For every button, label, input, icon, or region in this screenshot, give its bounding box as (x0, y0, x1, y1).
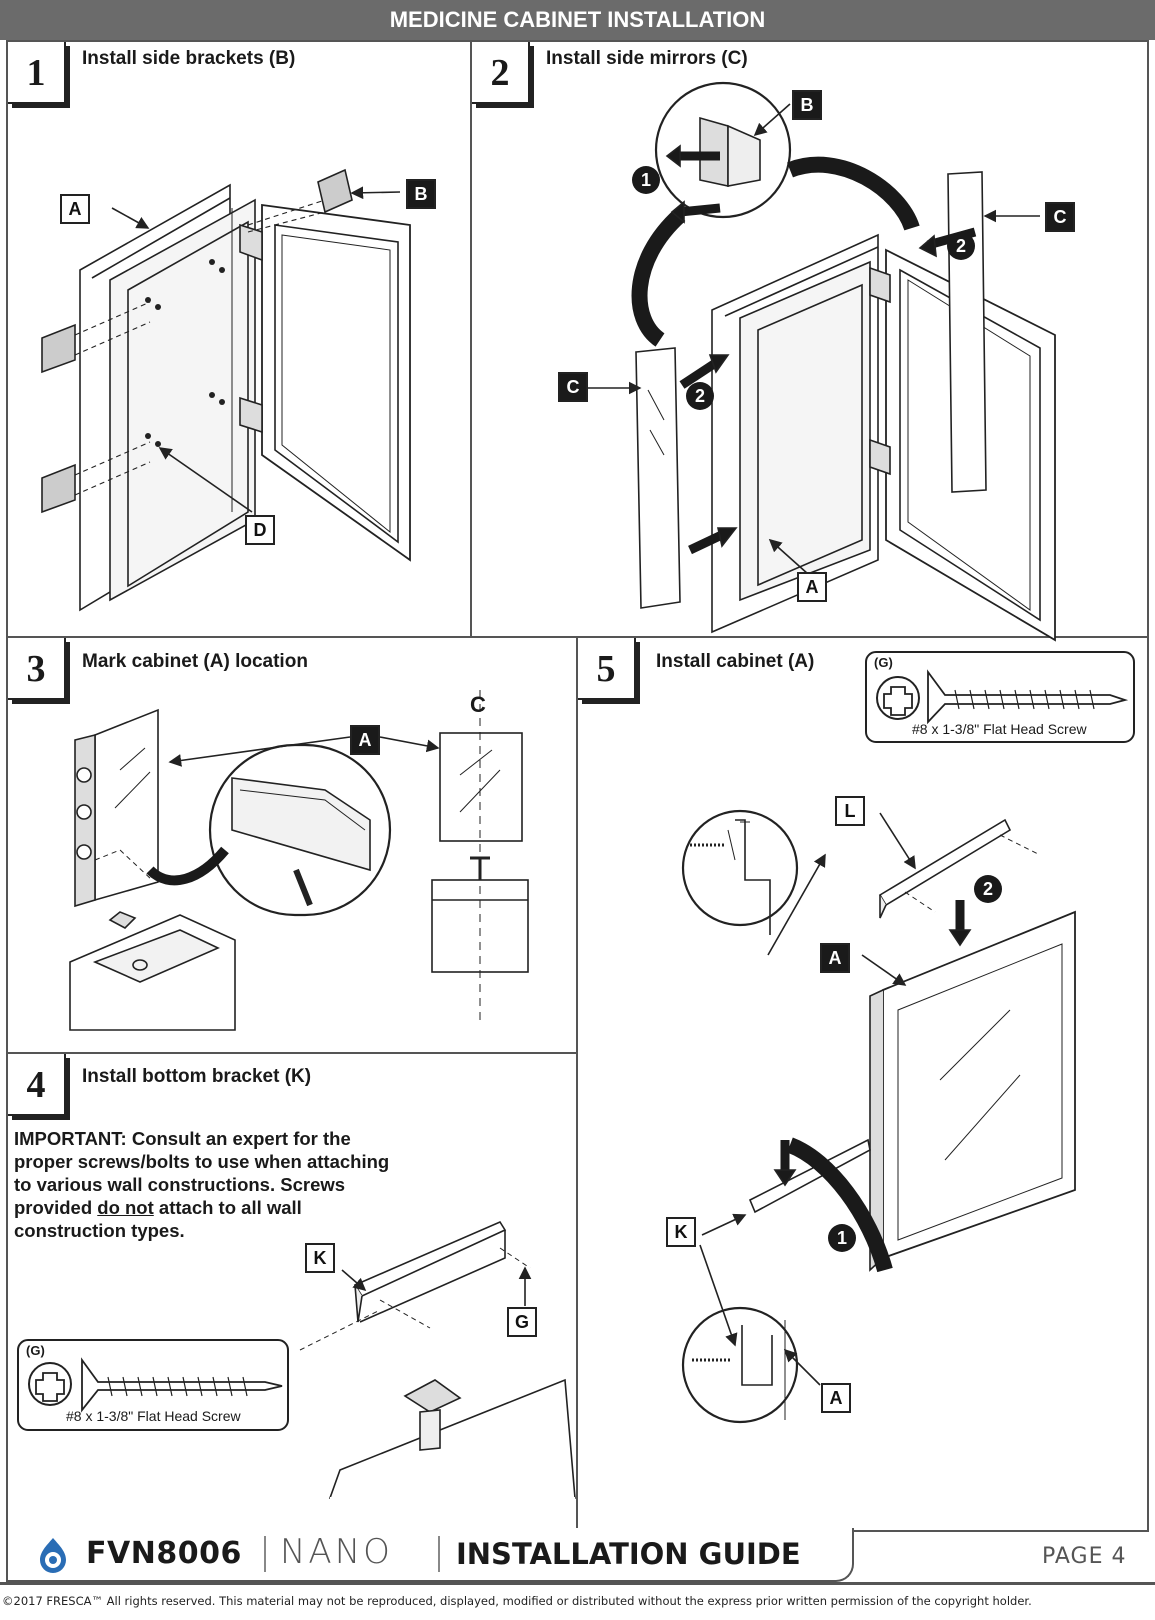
step1-cabinet-illustration (41, 168, 411, 612)
divider-3-5 (576, 636, 578, 1530)
callout-2-step5: 2 (974, 875, 1002, 903)
important-note: IMPORTANT: Consult an expert for the pro… (14, 1127, 404, 1242)
step-4-number: 4 (8, 1054, 66, 1116)
callout-2-step2-left: 2 (686, 382, 714, 410)
step3-illustration (69, 690, 529, 1031)
label-l-step5: L (835, 796, 865, 826)
step2-cabinet-illustration (587, 81, 1056, 642)
footer-separator-2 (438, 1536, 440, 1572)
label-a-step5-bottom: A (821, 1383, 851, 1413)
screw-caption-step4: #8 x 1-3/8" Flat Head Screw (66, 1408, 241, 1424)
footer-separator-1 (264, 1536, 266, 1572)
page-header: MEDICINE CABINET INSTALLATION (0, 0, 1155, 40)
illustrations (17, 81, 1135, 1503)
step-2-title: Install side mirrors (C) (546, 48, 748, 69)
important-lead: IMPORTANT: Consult an expert for the pro… (14, 1128, 390, 1218)
series-name: NANO (280, 1532, 393, 1572)
model-number: FVN8006 (86, 1536, 242, 1571)
centerline-symbol: C (470, 692, 486, 717)
label-b-step2: B (792, 90, 822, 120)
copyright-notice: ©2017 FRESCA™ All rights reserved. This … (2, 1594, 1032, 1608)
label-d-step1: D (245, 515, 275, 545)
screw-tag-step4: (G) (26, 1343, 45, 1358)
screw-tag-step5: (G) (874, 655, 893, 670)
important-underlined: do not (97, 1197, 154, 1218)
footer-bar (6, 1528, 854, 1582)
doc-title: INSTALLATION GUIDE (456, 1537, 801, 1571)
label-a-step1: A (60, 194, 90, 224)
label-k-step4: K (305, 1243, 335, 1273)
label-c-step2-right: C (1045, 202, 1075, 232)
step-5-number: 5 (578, 638, 636, 700)
callout-1-step5: 1 (828, 1224, 856, 1252)
callout-1-step2: 1 (632, 166, 660, 194)
label-a-step2: A (797, 572, 827, 602)
label-k-step5: K (666, 1217, 696, 1247)
screw-box-step4 (17, 1339, 289, 1431)
label-a-step5-top: A (820, 943, 850, 973)
footer-rule (0, 1582, 1155, 1585)
step-1-title: Install side brackets (B) (82, 48, 296, 69)
label-g-step4: G (507, 1307, 537, 1337)
label-a-step3: A (350, 725, 380, 755)
step-1-number: 1 (8, 42, 66, 104)
divider-3-4 (6, 1052, 578, 1054)
step-4-title: Install bottom bracket (K) (82, 1066, 312, 1087)
page-number: PAGE 4 (1042, 1544, 1127, 1569)
step-3-number: 3 (8, 638, 66, 700)
label-c-step2-left: C (558, 372, 588, 402)
step-5-title: Install cabinet (A) (656, 651, 815, 672)
important-tail: attach to all wall construction types. (14, 1197, 302, 1241)
fresca-logo-icon (36, 1536, 70, 1574)
step4-illustration (299, 1220, 576, 1503)
screw-caption-step5: #8 x 1-3/8" Flat Head Screw (912, 721, 1087, 737)
callout-2-step2-right: 2 (947, 232, 975, 260)
step-3-title: Mark cabinet (A) location (82, 651, 308, 672)
step5-illustration (681, 809, 1076, 1424)
label-b-step1: B (406, 179, 436, 209)
divider-1-2 (470, 40, 472, 638)
step-2-number: 2 (472, 42, 530, 104)
screw-box-step5 (865, 651, 1135, 743)
